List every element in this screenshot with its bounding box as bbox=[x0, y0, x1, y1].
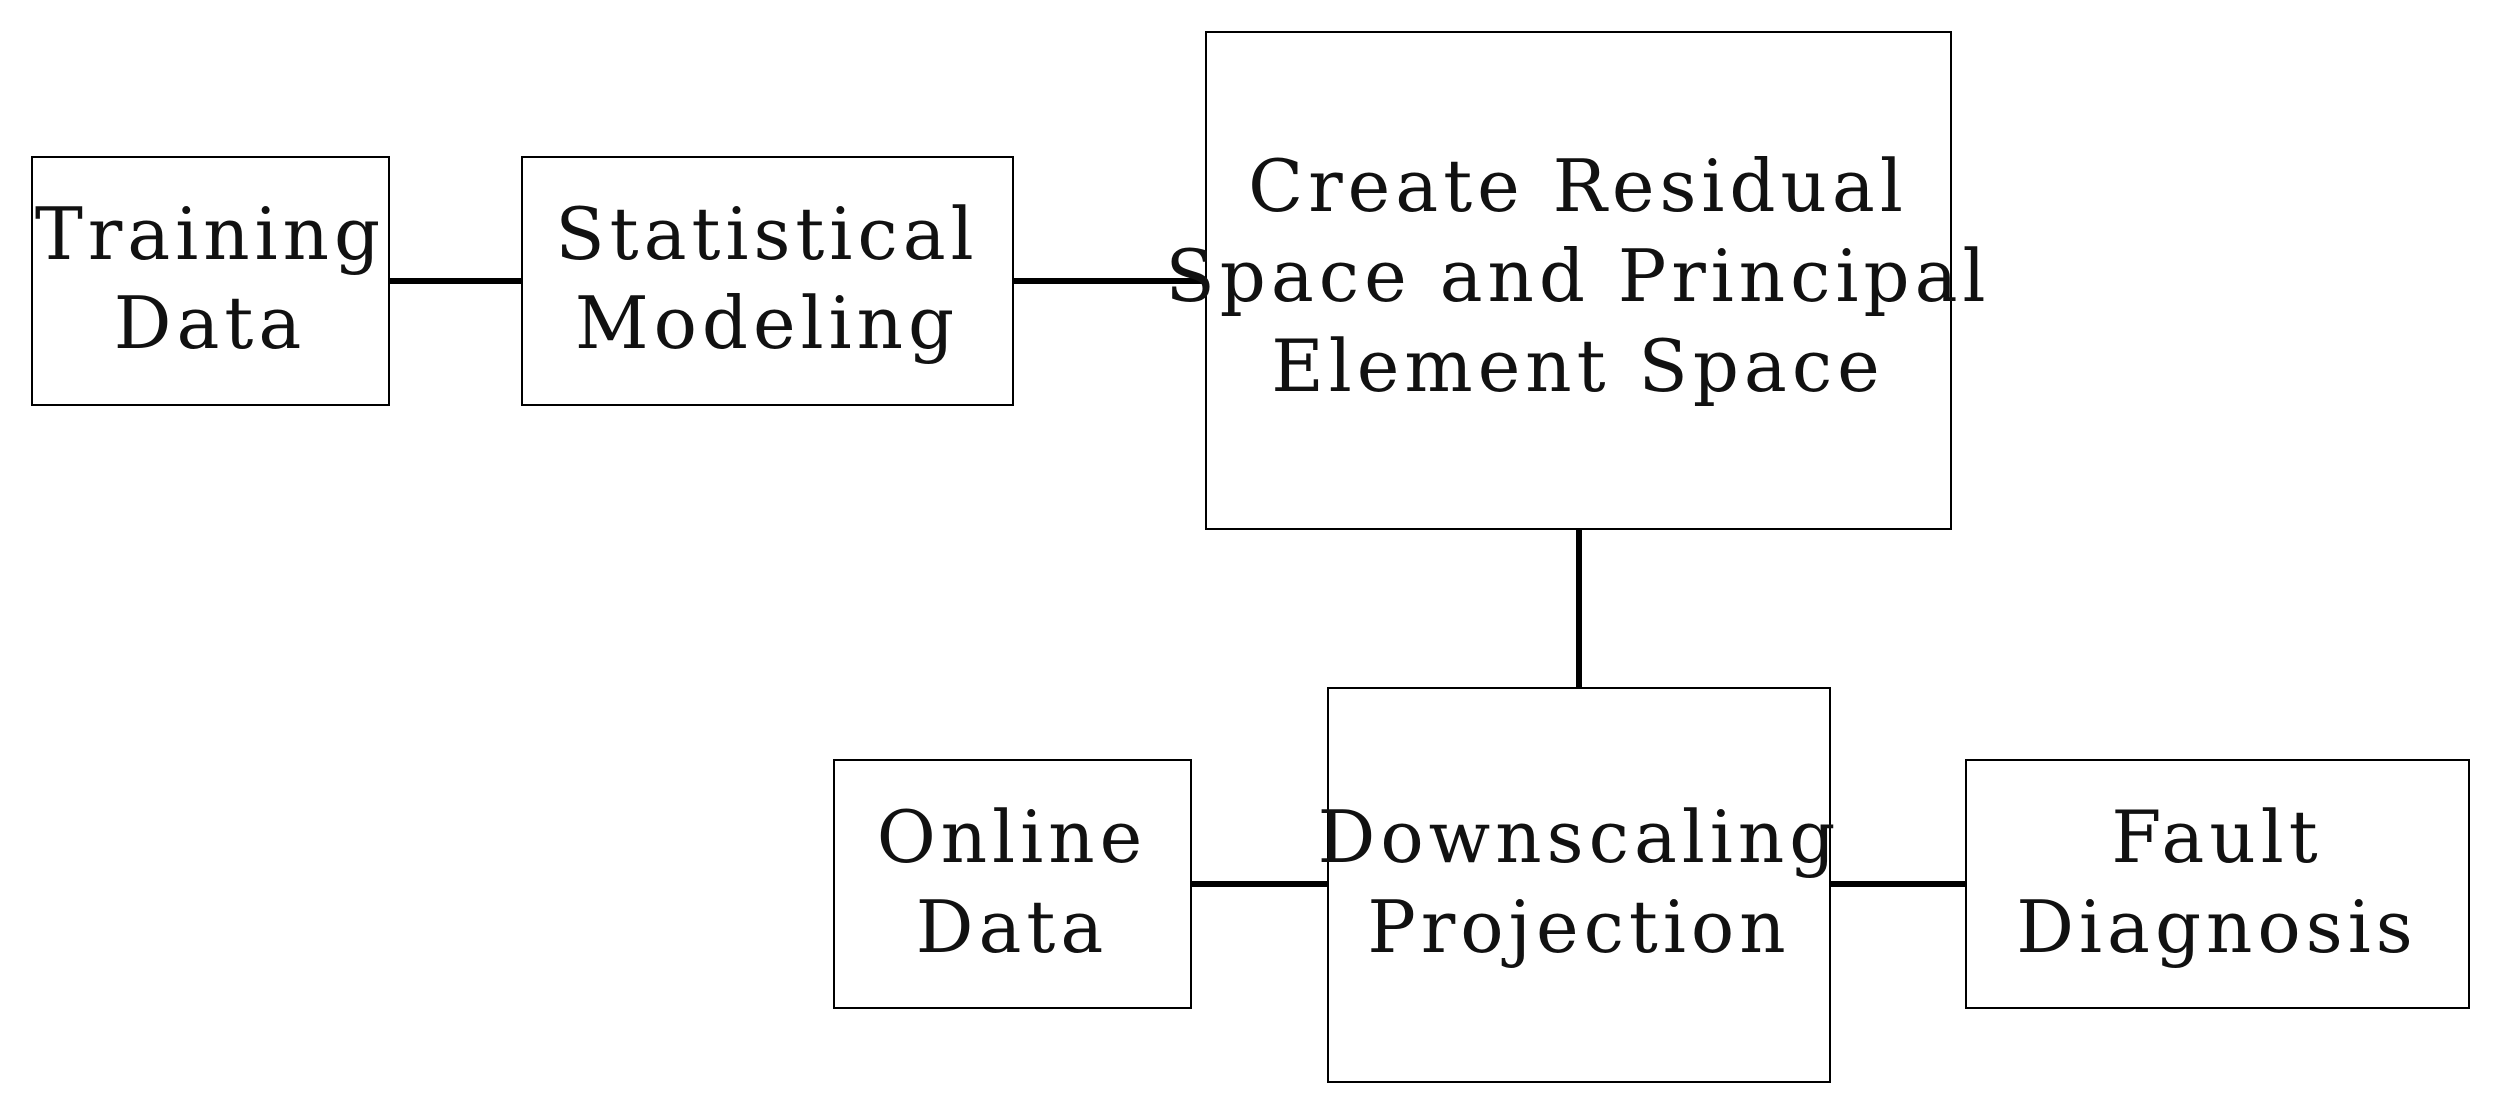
node-create-space-line-1: Create Residual bbox=[1248, 144, 1908, 228]
node-downscaling-projection-line-1: Downscaling bbox=[1318, 795, 1841, 879]
node-online-data-line-2: Data bbox=[916, 885, 1109, 969]
node-create-space: Create Residual Space and Principal Elem… bbox=[1165, 31, 1990, 530]
node-online-data-line-1: Online bbox=[877, 795, 1147, 879]
node-statistical-modeling-line-1: Statistical bbox=[555, 192, 978, 276]
node-fault-diagnosis-line-2: Diagnosis bbox=[2016, 885, 2417, 969]
node-create-space-line-2: Space and Principal bbox=[1165, 234, 1990, 318]
node-create-space-line-3: Element Space bbox=[1271, 324, 1885, 408]
node-training-data-line-1: Training bbox=[35, 192, 385, 276]
node-training-data-line-2: Data bbox=[114, 281, 307, 365]
node-training-data: Training Data bbox=[31, 156, 390, 406]
node-fault-diagnosis: Fault Diagnosis bbox=[1965, 759, 2470, 1009]
node-statistical-modeling-line-2: Modeling bbox=[575, 281, 959, 365]
node-downscaling-projection: Downscaling Projection bbox=[1318, 687, 1841, 1083]
node-statistical-modeling: Statistical Modeling bbox=[521, 156, 1014, 406]
node-online-data: Online Data bbox=[833, 759, 1192, 1009]
node-fault-diagnosis-line-1: Fault bbox=[2111, 795, 2322, 879]
node-downscaling-projection-line-2: Projection bbox=[1367, 885, 1790, 969]
